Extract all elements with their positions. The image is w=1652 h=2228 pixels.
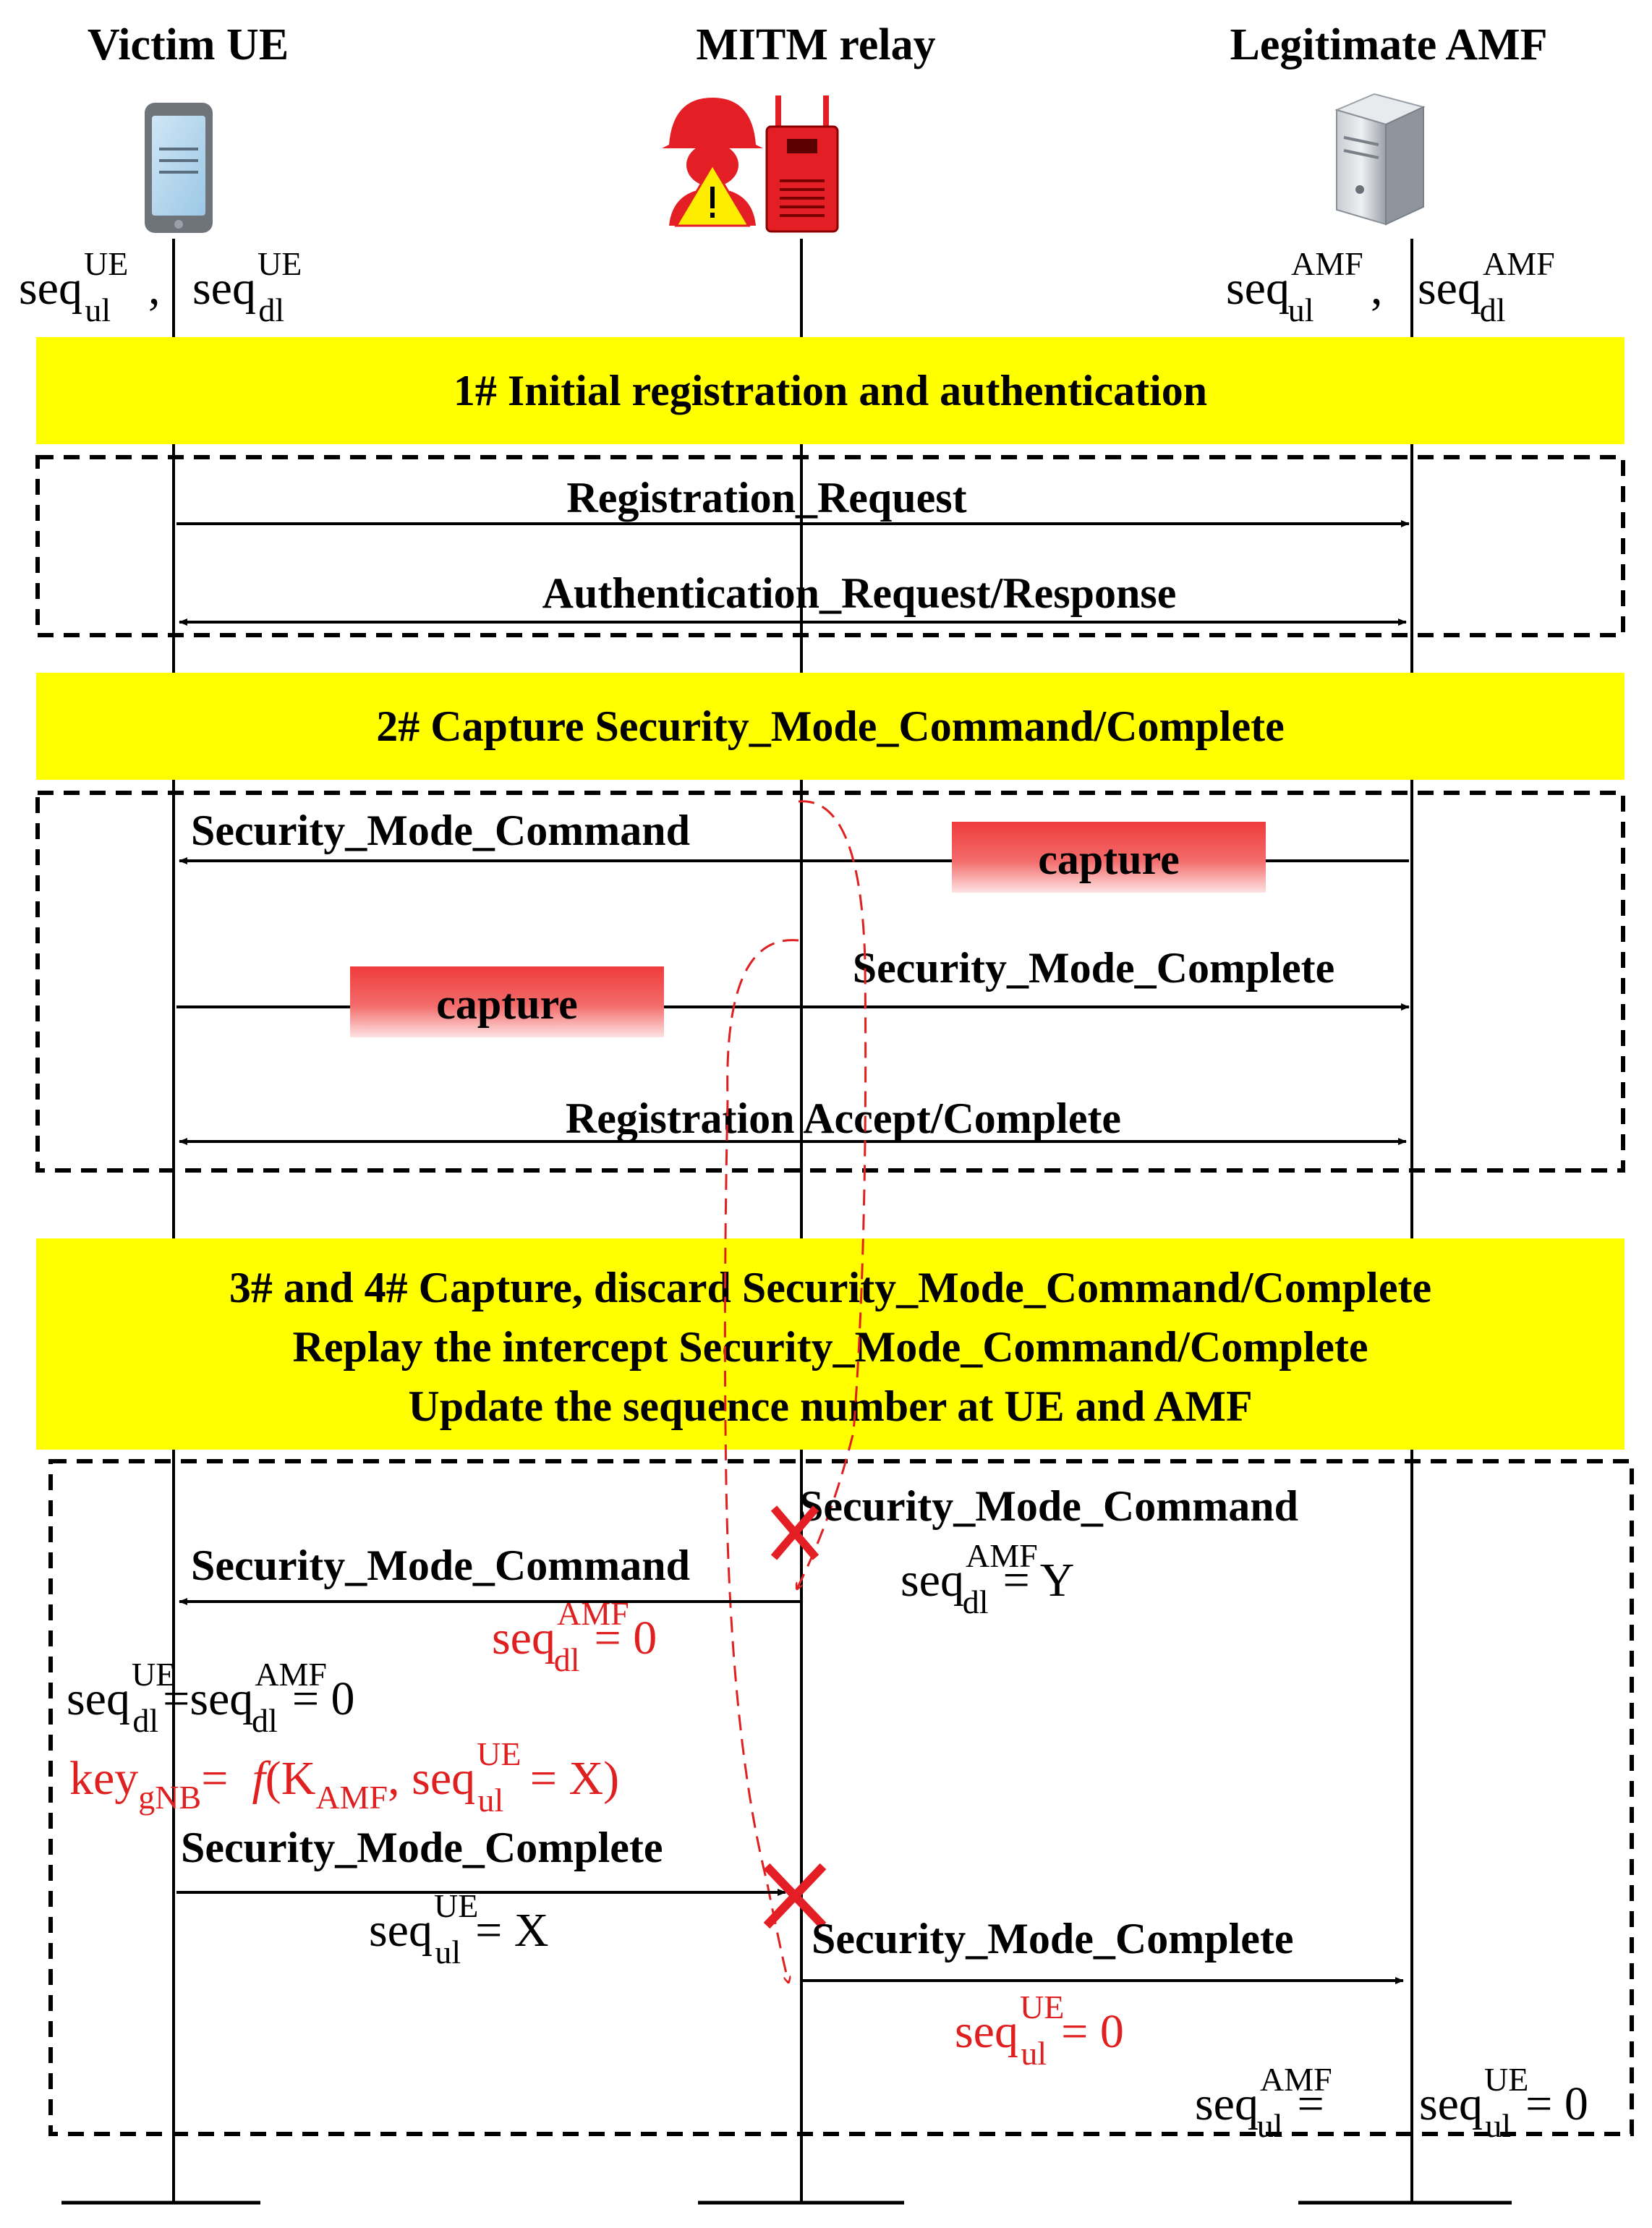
registration-accept-label: Registration Accept/Complete: [566, 1094, 1121, 1142]
smc-label-phase2: Security_Mode_Command: [191, 807, 690, 854]
smc-label-discarded: Security_Mode_Command: [799, 1482, 1298, 1530]
phase1-banner: [36, 337, 1625, 444]
discard-x-icon: [763, 1863, 827, 1929]
phase2-title: 2# Capture Security_Mode_Command/Complet…: [376, 702, 1284, 750]
phase3-title-line3: Update the sequence number at UE and AMF: [408, 1382, 1252, 1430]
capture-badge-ue: [350, 966, 664, 1037]
capture-label-ue: capture: [436, 980, 578, 1028]
server-icon: [1334, 93, 1426, 226]
phase1-title: 1# Initial registration and authenticati…: [454, 367, 1207, 414]
phase2-box: [35, 791, 1625, 1173]
phone-icon: [145, 103, 213, 233]
smc-complete-label-phase2: Security_Mode_Complete: [853, 944, 1335, 992]
svg-text:,: ,: [148, 262, 161, 315]
radio-device-icon: [765, 95, 839, 233]
authentication-label: Authentication_Request/Response: [542, 569, 1177, 617]
mitm-relay-title: MITM relay: [696, 20, 935, 69]
phase2-banner: [36, 673, 1625, 780]
smc-complete-label-replayed: Security_Mode_Complete: [812, 1915, 1294, 1963]
registration-request-label: Registration_Request: [566, 474, 966, 522]
phase3-title-line1: 3# and 4# Capture, discard Security_Mode…: [229, 1264, 1431, 1311]
replay-smc-curve: [797, 800, 867, 1589]
smc-label-replayed: Security_Mode_Command: [191, 1542, 690, 1589]
phase3-banner: [36, 1238, 1625, 1450]
phase3-box: [48, 1459, 1634, 2136]
replay-complete-curve: [723, 939, 799, 1982]
victim-ue-title: Victim UE: [88, 20, 289, 69]
svg-text:,: ,: [1371, 262, 1383, 315]
legitimate-amf-title: Legitimate AMF: [1230, 20, 1547, 69]
capture-label-amf: capture: [1038, 836, 1180, 883]
phase3-title-line2: Replay the intercept Security_Mode_Comma…: [293, 1323, 1368, 1371]
phase1-box: [35, 455, 1625, 637]
smc-complete-label-ue: Security_Mode_Complete: [181, 1824, 663, 1871]
hacker-icon: [662, 98, 763, 227]
capture-badge-amf: [952, 822, 1266, 893]
discard-x-icon: [770, 1505, 819, 1560]
